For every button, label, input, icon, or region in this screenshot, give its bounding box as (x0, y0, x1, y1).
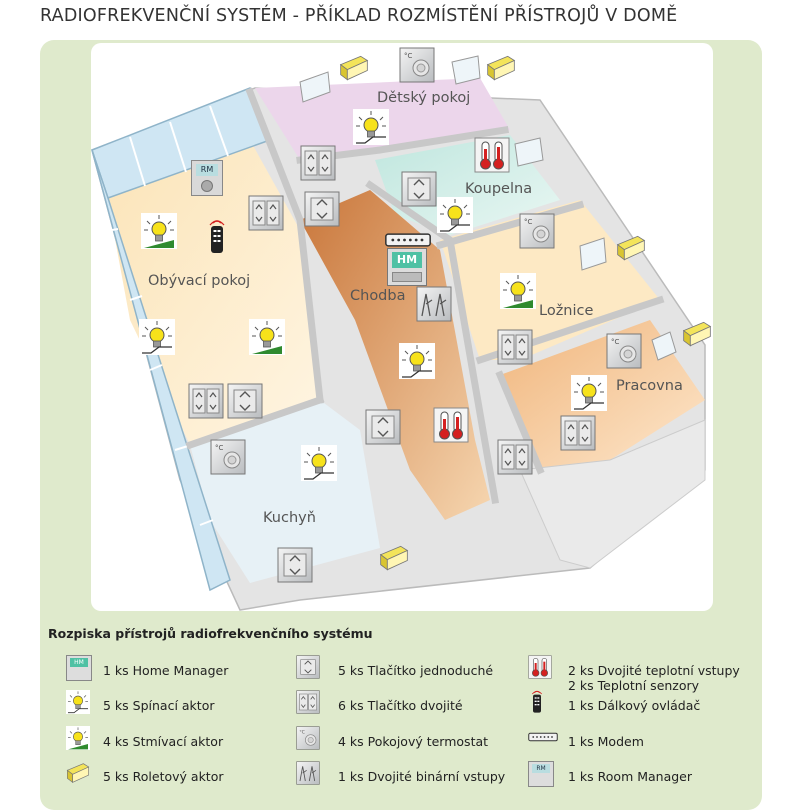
binary-input-icon (296, 761, 320, 785)
temperature-input-icon (528, 655, 552, 679)
room-label-hallway: Chodba (350, 288, 406, 304)
blind-actuator-icon[interactable] (616, 233, 646, 263)
temperature-input-icon[interactable] (474, 137, 510, 173)
blind-actuator-icon[interactable] (682, 319, 712, 349)
legend-title: Rozpiska přístrojů radiofrekvenčního sys… (48, 626, 373, 641)
double-button-icon[interactable] (188, 383, 224, 419)
room-thermostat-icon[interactable] (519, 213, 555, 249)
remote-control-icon (528, 690, 546, 714)
switch-actuator-icon[interactable] (399, 343, 435, 379)
room-manager-screen: RM (532, 764, 550, 773)
legend-item-label: 1 ks Dálkový ovládač (568, 698, 701, 713)
single-button-icon[interactable] (365, 409, 401, 445)
double-button-icon[interactable] (560, 415, 596, 451)
home-manager-icon: HM (66, 655, 92, 681)
bathroom-floor (375, 135, 560, 235)
legend-item-label: 4 ks Stmívací aktor (103, 734, 224, 749)
legend-item-label: 5 ks Spínací aktor (103, 698, 215, 713)
room-manager-screen: RM (196, 164, 218, 176)
double-button-icon[interactable] (497, 329, 533, 365)
switch-actuator-icon[interactable] (301, 445, 337, 481)
double-button-icon[interactable] (497, 439, 533, 475)
window-left-wall (91, 149, 231, 592)
switch-actuator-icon (66, 690, 90, 714)
balcony (519, 419, 706, 569)
legend-item-label: 1 ks Dvojité binární vstupy (338, 769, 506, 784)
room-thermostat-icon[interactable] (210, 439, 246, 475)
legend-item-label: 5 ks Tlačítko jednoduché (338, 663, 494, 678)
switch-actuator-icon[interactable] (139, 319, 175, 355)
home-manager-icon[interactable]: HM (387, 248, 427, 286)
remote-control-icon[interactable] (205, 219, 229, 255)
switch-actuator-icon[interactable] (437, 197, 473, 233)
room-label-childrens-room: Dětský pokoj (377, 90, 471, 106)
temperature-input-icon[interactable] (433, 407, 469, 443)
dimmer-actuator-icon[interactable] (141, 213, 177, 249)
room-thermostat-icon (296, 726, 320, 750)
legend-item-label: 2 ks Dvojité teplotní vstupy (568, 663, 740, 678)
blind-actuator-icon (66, 761, 90, 785)
modem-icon (528, 732, 558, 742)
room-manager-icon: RM (528, 761, 554, 787)
switch-actuator-icon[interactable] (571, 375, 607, 411)
home-manager-screen: HM (392, 252, 422, 268)
legend-item-label: 1 ks Modem (568, 734, 644, 749)
room-label-study: Pracovna (616, 378, 683, 394)
home-manager-keys (392, 272, 422, 282)
room-thermostat-icon[interactable] (606, 333, 642, 369)
single-button-icon[interactable] (401, 171, 437, 207)
single-button-icon[interactable] (277, 547, 313, 583)
room-thermostat-icon[interactable] (399, 47, 435, 83)
blind-actuator-icon[interactable] (339, 53, 369, 83)
room-label-living-room: Obývací pokoj (148, 273, 251, 289)
room-label-kitchen: Kuchyň (263, 510, 316, 526)
floor-plan: Dětský pokoj Koupelna Obývací pokoj Chod… (91, 43, 713, 611)
home-manager-screen: HM (70, 658, 88, 667)
legend-item-label: 1 ks Home Manager (103, 663, 229, 678)
blind-actuator-icon[interactable] (486, 53, 516, 83)
double-button-icon (296, 690, 320, 714)
dimmer-actuator-icon[interactable] (249, 319, 285, 355)
room-label-bathroom: Koupelna (465, 181, 533, 197)
room-manager-dial (201, 180, 213, 192)
page-title: RADIOFREKVENČNÍ SYSTÉM - PŘÍKLAD ROZMÍST… (40, 6, 678, 26)
switch-actuator-icon[interactable] (353, 109, 389, 145)
dimmer-actuator-icon[interactable] (500, 273, 536, 309)
legend-item-label-secondary: 2 ks Teplotní senzory (568, 678, 700, 693)
legend-item-label: 6 ks Tlačítko dvojité (338, 698, 463, 713)
legend-item-label: 5 ks Roletový aktor (103, 769, 224, 784)
single-button-icon (296, 655, 320, 679)
room-label-bedroom: Ložnice (539, 303, 594, 319)
binary-input-icon[interactable] (416, 286, 452, 322)
room-manager-icon[interactable]: RM (191, 160, 223, 196)
blind-actuator-icon[interactable] (379, 543, 409, 573)
single-button-icon[interactable] (227, 383, 263, 419)
dimmer-actuator-icon (66, 726, 90, 750)
modem-icon[interactable] (384, 233, 432, 247)
double-button-icon[interactable] (300, 145, 336, 181)
floor-plan-drawing (91, 55, 706, 611)
single-button-icon[interactable] (304, 191, 340, 227)
legend-item-label: 1 ks Room Manager (568, 769, 693, 784)
double-button-icon[interactable] (248, 195, 284, 231)
legend-item-label: 4 ks Pokojový termostat (338, 734, 489, 749)
